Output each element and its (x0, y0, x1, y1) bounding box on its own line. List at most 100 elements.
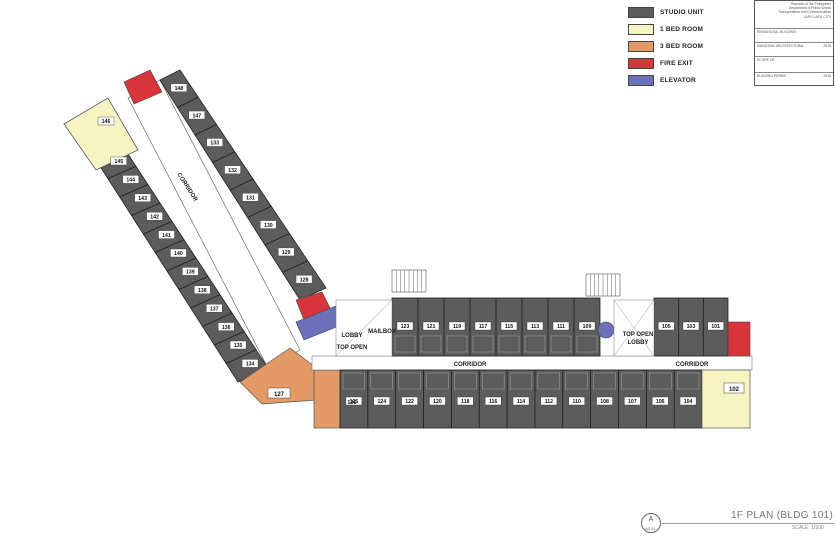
unit-121-label-tag (422, 321, 440, 331)
unit-140-label: 140 (174, 251, 183, 257)
unit-130-label: 130 (264, 223, 273, 229)
legend-swatch (628, 41, 654, 52)
unit-120-label: 120 (433, 399, 442, 405)
unit-divider (178, 275, 209, 290)
east-top-open-label: TOP OPEN (623, 332, 654, 338)
unit-128-label-tag (295, 275, 313, 284)
unit-116-label: 116 (489, 399, 497, 405)
plan-scale: SCALE: 1/200 (792, 525, 824, 531)
unit-131-label: 131 (246, 195, 255, 201)
title-block-row-3: SCOPE OF (755, 57, 833, 73)
unit-142-label: 142 (150, 214, 159, 220)
unit-136-label: 136 (222, 325, 231, 331)
unit-145-label: 145 (114, 159, 123, 165)
unit-118-label-tag (457, 396, 474, 406)
unit-136-label-tag (217, 322, 235, 331)
unit-110-label: 110 (573, 399, 581, 405)
unit-147-label-tag (188, 110, 206, 120)
unit-divider (107, 165, 137, 179)
east-lobby-label: LOBBY (628, 340, 649, 346)
row-2-code: 2019 (823, 44, 831, 48)
unit-144-label: 144 (126, 178, 135, 184)
unit-147-label: 147 (192, 113, 201, 119)
east-elevator (597, 321, 615, 339)
unit-146-label-tag (97, 116, 115, 126)
unit-133-label-tag (206, 138, 223, 147)
unit-144-label-tag (122, 175, 139, 184)
unit-divider (119, 184, 149, 198)
unit-bath (454, 372, 477, 390)
legend-item: FIRE EXIT (628, 56, 748, 71)
unit-119-label: 119 (453, 324, 461, 330)
title-block-project: RESIDENTIAL BUILDING (755, 29, 833, 43)
unit-117-label: 117 (479, 324, 487, 330)
unit-divider (166, 257, 197, 272)
unit-141-label: 141 (162, 233, 171, 239)
unit-113-label: 113 (531, 324, 539, 330)
legend-item: ELEVATOR (628, 73, 748, 88)
unit-divider (282, 260, 308, 273)
legend-swatch (628, 7, 654, 18)
unit-124-label-tag (373, 396, 390, 406)
unit-142-label-tag (146, 211, 163, 221)
unit-102-tag (723, 382, 745, 394)
legend-swatch (628, 24, 654, 35)
unit-bath (472, 335, 494, 353)
unit-121-label: 121 (427, 324, 436, 330)
unit-bath (498, 335, 520, 353)
unit-114-label: 114 (517, 399, 525, 405)
title-block-row-4: BUILDING PERMIT 2018 (755, 73, 833, 85)
unit-divider (212, 151, 235, 163)
unit-107-label: 107 (628, 399, 637, 405)
agency-line: Department of Public Works (788, 6, 831, 11)
unit-146-label: 146 (102, 119, 111, 125)
unit-divider (190, 294, 221, 309)
unit-131-label-tag (242, 192, 259, 202)
legend-item: STUDIO UNIT (628, 5, 748, 20)
unit-bath (394, 335, 416, 353)
unit-divider (177, 96, 199, 108)
unit-105-label: 105 (662, 324, 671, 330)
section-letter: A (648, 516, 654, 523)
unit-143-label: 143 (138, 196, 147, 202)
unit-101-label-tag (707, 321, 724, 331)
h-corridor-label-east: CORRIDOR (676, 362, 709, 368)
agency-line: Republic of the Philippines (791, 2, 831, 6)
unit-divider (202, 312, 233, 327)
unit-148-label-tag (170, 83, 188, 92)
legend-label: 3 BED ROOM (660, 43, 704, 50)
unit-109-label: 109 (583, 324, 592, 330)
title-underline (662, 523, 834, 524)
row-2-label: MUNICIPAL ARCHITECTURAL (757, 44, 805, 48)
unit-123-label: 123 (401, 324, 410, 330)
unit-bath (576, 335, 598, 353)
unit-124-label: 124 (377, 399, 386, 405)
unit-120-label-tag (429, 396, 446, 406)
legend-label: STUDIO UNIT (660, 9, 704, 16)
unit-119-label-tag (448, 321, 466, 331)
unit-101-label: 101 (711, 324, 720, 330)
unit-divider (214, 330, 245, 346)
unit-bath (370, 372, 393, 390)
unit-105-label-tag (658, 321, 675, 331)
unit-divider (229, 178, 254, 191)
unit-122-label: 122 (405, 399, 414, 405)
unit-125-label-tag (345, 396, 363, 406)
unit-129-label-tag (277, 247, 295, 257)
unit-122-label-tag (401, 396, 418, 406)
unit-130-label-tag (260, 220, 277, 229)
section-sheet: A0-01 (645, 526, 656, 531)
legend-swatch (628, 75, 654, 86)
unit-109-label-tag (578, 321, 596, 331)
unit-138-label-tag (194, 285, 211, 294)
unit-bath (482, 372, 505, 390)
unit-126-label: 126 (347, 400, 356, 406)
west-top-open-label: TOP OPEN (337, 345, 368, 351)
wing-one-bed-room (63, 97, 139, 171)
unit-102-label: 102 (729, 387, 740, 393)
unit-divider (131, 202, 161, 216)
unit-divider (225, 349, 257, 364)
unit-111-label-tag (552, 321, 570, 331)
legend-label: 1 BED ROOM (660, 26, 704, 33)
